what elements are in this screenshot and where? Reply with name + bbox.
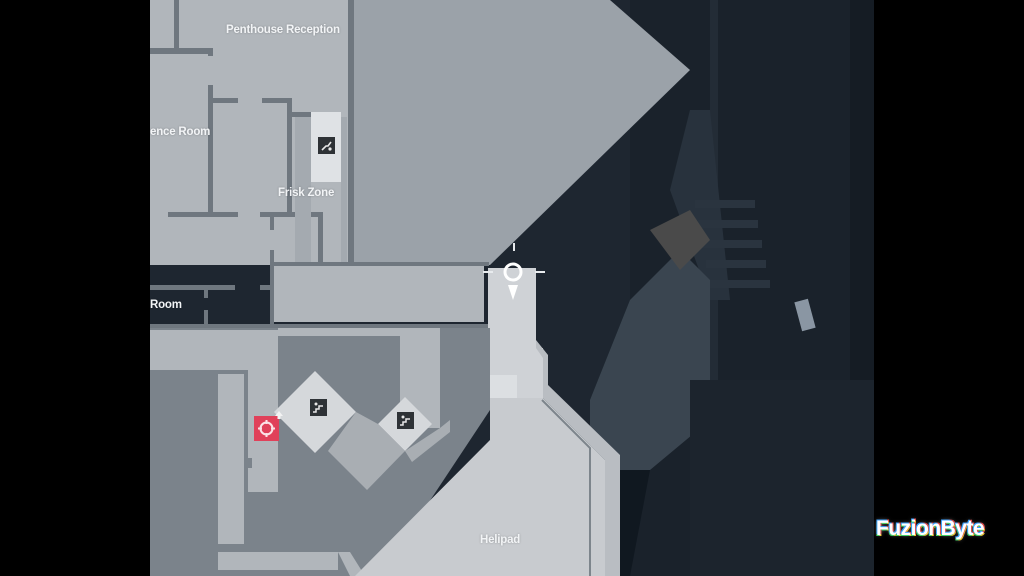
stairs-icon[interactable] (397, 412, 414, 429)
stairs-icon[interactable] (310, 399, 327, 416)
letterbox-left (0, 0, 150, 576)
room-label-helipad: Helipad (480, 534, 521, 546)
letterbox-right (874, 0, 1024, 576)
player-location-marker (483, 243, 545, 300)
game-viewport: Penthouse Reception ence Room Frisk Zone… (150, 0, 874, 576)
floor-map[interactable] (150, 0, 874, 576)
room-label-room-west: Room (150, 299, 182, 311)
room-label-conference-room: ence Room (150, 126, 211, 138)
watermark-logo: FuzionByte (876, 517, 985, 540)
crosshair-icon (258, 420, 275, 437)
room-label-frisk-zone: Frisk Zone (278, 187, 335, 199)
level-up-arrow-icon (275, 411, 283, 419)
stairs-up-icon[interactable] (318, 137, 335, 154)
room-label-penthouse-reception: Penthouse Reception (226, 24, 340, 36)
target-crosshair-marker[interactable] (254, 416, 279, 441)
